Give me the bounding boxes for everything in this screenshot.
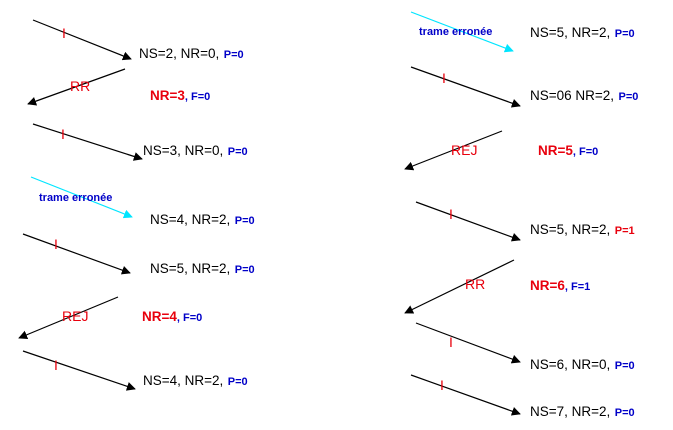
arrow-left-rej [18, 296, 119, 340]
left-frame-fields-4: NS=4, NR=2, P=0 [150, 212, 255, 228]
left-frame-fields-1: NS=2, NR=0, P=0 [139, 46, 244, 62]
right-frame-label-2: I [442, 70, 446, 86]
arrow-right-error-1 [410, 11, 514, 53]
right-error-label-1: trame erronée [419, 26, 493, 38]
right-frame-fields-2: NS=06 NR=2, P=0 [530, 88, 638, 104]
ns-nr-fields: NS=7, NR=2, [530, 404, 611, 419]
poll-bit: P=0 [234, 215, 255, 227]
poll-bit: P=0 [227, 146, 248, 158]
right-frame-label-7: I [440, 377, 444, 393]
arrow-right-i-1 [410, 66, 521, 108]
poll-bit: P=0 [234, 264, 255, 276]
nr-field: NR=6 [530, 278, 565, 293]
ns-nr-fields: NS=3, NR=0, [143, 143, 224, 158]
poll-bit: P=1 [614, 225, 635, 237]
right-frame-label-5: RR [465, 276, 486, 292]
right-frame-label-3: REJ [451, 142, 478, 158]
left-frame-label-5: I [54, 236, 58, 252]
right-frame-fields-3: NR=5, F=0 [538, 143, 598, 159]
ns-nr-fields: NS=5, NR=2, [150, 261, 231, 276]
arrow-right-i-4 [410, 374, 521, 416]
final-bit: , F=0 [176, 312, 203, 324]
left-frame-fields-7: NS=4, NR=2, P=0 [143, 373, 248, 389]
right-frame-fields-6: NS=6, NR=0, P=0 [530, 357, 635, 373]
nr-field: NR=3 [150, 88, 185, 103]
right-frame-label-4: I [449, 206, 453, 222]
poll-bit: P=0 [227, 376, 248, 388]
right-frame-fields-5: NR=6, F=1 [530, 278, 590, 294]
poll-bit: P=0 [614, 360, 635, 372]
nr-field: NR=4 [142, 309, 177, 324]
poll-bit: P=0 [618, 91, 639, 103]
arrow-left-rr [27, 68, 126, 106]
ns-nr-fields: NS=4, NR=2, [143, 373, 224, 388]
right-frame-fields-7: NS=7, NR=2, P=0 [530, 404, 635, 420]
left-frame-fields-3: NS=3, NR=0, P=0 [143, 143, 248, 159]
arrow-left-i-3 [22, 233, 131, 275]
left-frame-fields-5: NS=5, NR=2, P=0 [150, 261, 255, 277]
ns-nr-fields: NS=06 NR=2, [530, 88, 615, 103]
arrow-right-rr [404, 259, 515, 314]
left-error-label-1: trame erronée [39, 192, 113, 204]
arrow-left-i-2 [32, 123, 143, 161]
final-bit: , F=1 [564, 281, 591, 293]
left-frame-label-6: REJ [62, 308, 89, 324]
ns-nr-fields: NS=4, NR=2, [150, 212, 231, 227]
ns-nr-fields: NS=5, NR=2, [530, 222, 611, 237]
left-frame-label-7: I [54, 357, 58, 373]
arrow-left-error-1 [30, 176, 133, 219]
ns-nr-fields: NS=6, NR=0, [530, 357, 611, 372]
final-bit: , F=0 [572, 146, 599, 158]
poll-bit: P=0 [614, 28, 635, 40]
ns-nr-fields: NS=2, NR=0, [139, 46, 220, 61]
nr-field: NR=5 [538, 143, 573, 158]
final-bit: , F=0 [184, 91, 211, 103]
arrow-right-i-2 [415, 201, 521, 242]
arrow-left-i-1 [32, 19, 132, 61]
poll-bit: P=0 [614, 407, 635, 419]
left-frame-fields-6: NR=4, F=0 [142, 309, 202, 325]
right-frame-fields-4: NS=5, NR=2, P=1 [530, 222, 635, 238]
arrow-right-rej [404, 130, 503, 171]
left-frame-fields-2: NR=3, F=0 [150, 88, 210, 104]
arrow-right-i-3 [415, 322, 521, 364]
right-frame-fields-1: NS=5, NR=2, P=0 [530, 25, 635, 41]
left-frame-label-3: I [61, 126, 65, 142]
arrow-left-i-4 [22, 350, 136, 391]
left-frame-label-2: RR [70, 78, 91, 94]
ns-nr-fields: NS=5, NR=2, [530, 25, 611, 40]
right-frame-label-6: I [449, 334, 453, 350]
left-frame-label-1: I [62, 25, 66, 41]
poll-bit: P=0 [223, 49, 244, 61]
